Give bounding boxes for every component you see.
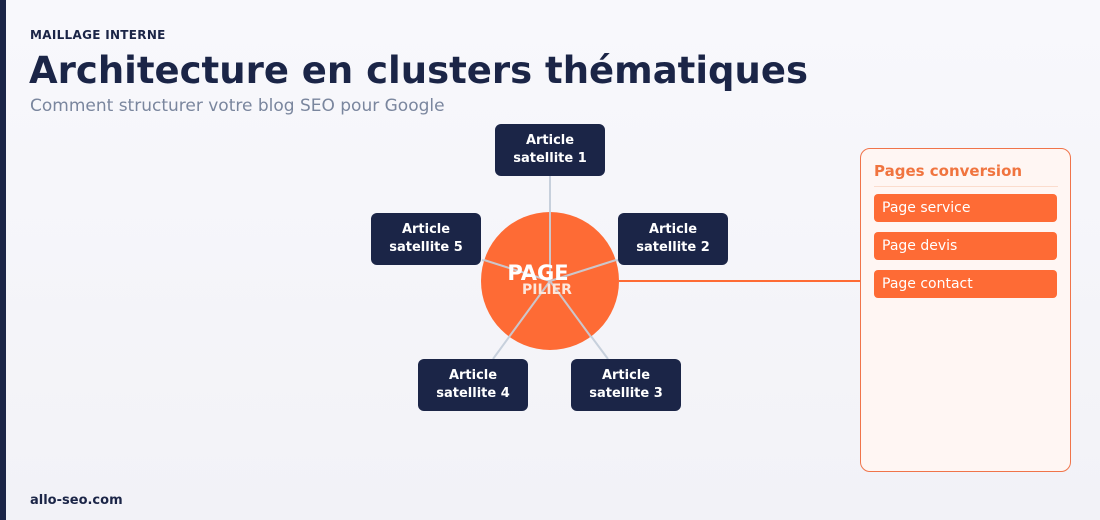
- satellite-label-line2: satellite 5: [389, 240, 463, 255]
- conversion-item-contact: Page contact: [874, 270, 1057, 298]
- conversion-panel-title: Pages conversion: [874, 162, 1058, 187]
- satellite-label-line1: Article: [648, 222, 698, 237]
- footer-site: allo-seo.com: [30, 493, 123, 508]
- satellite-node-5: Article satellite 5: [371, 213, 481, 265]
- satellite-label-line2: satellite 3: [589, 386, 663, 401]
- conversion-pages-panel: Pages conversion Page service Page devis…: [860, 148, 1071, 472]
- satellite-node-1: Article satellite 1: [495, 124, 605, 176]
- satellite-label-line2: satellite 1: [513, 151, 587, 166]
- pillar-page-node: [481, 212, 619, 350]
- satellite-node-2: Article satellite 2: [618, 213, 728, 265]
- accent-bar: [0, 0, 6, 520]
- satellite-label-line2: satellite 4: [436, 386, 510, 401]
- satellite-label-line2: satellite 2: [636, 240, 710, 255]
- satellite-label-line1: Article: [601, 368, 651, 383]
- satellite-node-3: Article satellite 3: [571, 359, 681, 411]
- satellite-label-line1: Article: [525, 133, 575, 148]
- satellite-label-line1: Article: [448, 368, 498, 383]
- section-kicker: MAILLAGE INTERNE: [30, 28, 166, 42]
- conversion-item-devis: Page devis: [874, 232, 1057, 260]
- conversion-item-service: Page service: [874, 194, 1057, 222]
- page-subtitle: Comment structurer votre blog SEO pour G…: [30, 96, 445, 116]
- page-title: Architecture en clusters thématiques: [29, 49, 808, 92]
- satellite-label-line1: Article: [401, 222, 451, 237]
- satellite-node-4: Article satellite 4: [418, 359, 528, 411]
